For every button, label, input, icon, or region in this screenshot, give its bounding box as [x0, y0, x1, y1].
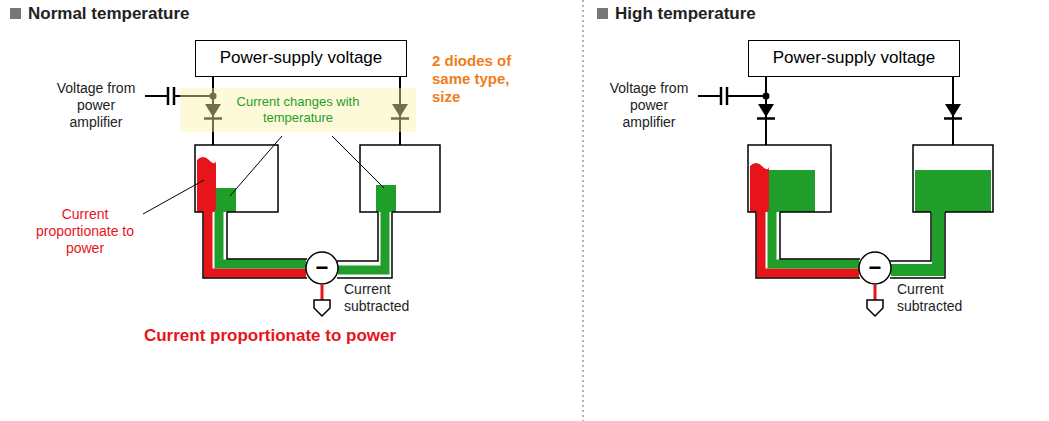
input-label: Voltage from power amplifier	[605, 80, 693, 130]
green-pipe-liquid	[338, 210, 385, 270]
leader-line	[143, 180, 204, 214]
tank-outline	[360, 145, 440, 212]
pipe-outline	[890, 212, 945, 278]
green-liquid	[216, 188, 236, 212]
pipe-outline	[890, 212, 931, 261]
callout-label: Current proportionate to power	[30, 206, 140, 256]
green-pipe-liquid	[891, 210, 938, 270]
panel-heading: High temperature	[615, 4, 855, 24]
circle-outline	[306, 252, 338, 284]
leader-line	[332, 136, 384, 188]
box-text: Power-supply voltage	[773, 48, 936, 68]
diode-bar	[944, 117, 962, 120]
green-liquid	[376, 185, 396, 212]
diode-symbol	[945, 104, 961, 117]
pipe-outline	[227, 212, 307, 259]
green-pipe-liquid	[219, 210, 306, 264]
subtractor-label: Current subtracted	[344, 281, 434, 315]
heading-bullet	[597, 8, 608, 19]
diode-symbol	[758, 104, 774, 117]
green-liquid	[769, 170, 815, 212]
capacitor-plate	[720, 87, 723, 105]
panel-heading: Normal temperature	[28, 4, 268, 24]
red-liquid	[750, 163, 769, 212]
subtractor-circle: −	[858, 251, 892, 285]
red-pipe-liquid	[761, 210, 859, 273]
input-label: Voltage from power amplifier	[52, 80, 140, 130]
result-label: Current proportionate to power	[90, 326, 450, 346]
highlight-band: Current changes with temperature	[180, 88, 416, 132]
diode-bar	[757, 117, 775, 120]
supply-voltage-box: Power-supply voltage	[195, 40, 407, 77]
supply-voltage-box: Power-supply voltage	[748, 40, 960, 77]
ground-symbol	[867, 300, 883, 316]
red-liquid	[197, 157, 216, 212]
output-wire	[321, 285, 324, 300]
pipe-outline	[337, 212, 392, 278]
junction-dot	[763, 93, 770, 100]
band-text: Current changes with temperature	[233, 94, 363, 125]
box-text: Power-supply voltage	[220, 48, 383, 68]
green-liquid	[915, 170, 991, 212]
green-pipe-liquid	[772, 210, 859, 264]
input-wire	[145, 95, 168, 97]
input-wire	[698, 95, 721, 97]
heading-bullet	[10, 8, 21, 19]
capacitor-plate	[167, 87, 170, 105]
input-wire	[727, 95, 766, 97]
pipe-outline	[756, 212, 860, 278]
minus-sign: −	[869, 257, 882, 279]
pipe-outline	[203, 212, 307, 278]
subtractor-circle: −	[305, 251, 339, 285]
circuit-panel	[698, 77, 993, 316]
minus-sign: −	[316, 257, 329, 279]
ground-symbol	[314, 300, 330, 316]
tank-outline	[913, 145, 993, 212]
leader-line	[230, 136, 282, 196]
tank-outline	[748, 145, 831, 212]
red-pipe-liquid	[208, 210, 306, 273]
circuit-panel	[143, 77, 440, 316]
panel-divider	[582, 0, 584, 421]
subtractor-label: Current subtracted	[897, 281, 987, 315]
pipe-outline	[337, 212, 378, 261]
pipe-outline	[780, 212, 860, 259]
circle-outline	[859, 252, 891, 284]
output-wire	[874, 285, 877, 300]
diode-note: 2 diodes of same type, size	[432, 52, 536, 106]
